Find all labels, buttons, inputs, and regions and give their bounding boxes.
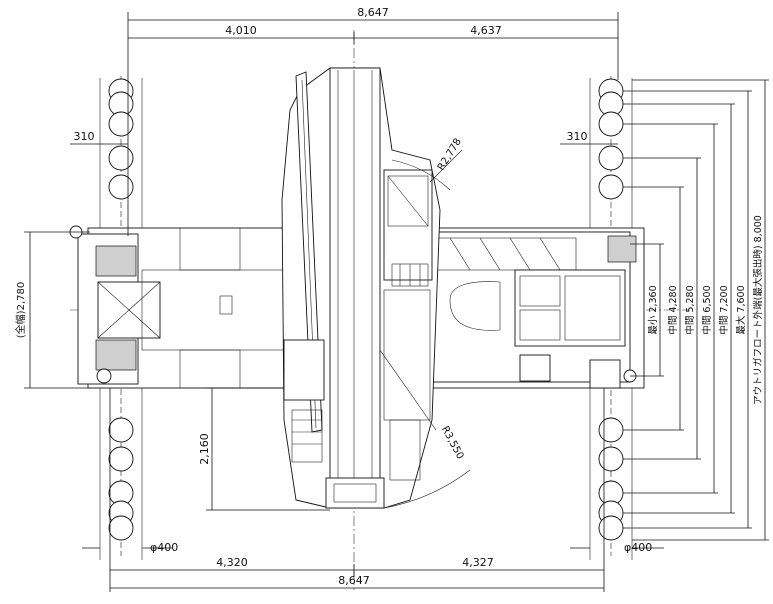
float-diameter-right: φ400 [624, 541, 652, 554]
top-total-dimension: 8,647 [357, 6, 389, 19]
center-to-front-label: 2,160 [198, 433, 211, 465]
front-swing-arc [383, 469, 471, 509]
bottom-right-dimension: 4,327 [462, 556, 494, 569]
right-offset-dimension: 310 [567, 130, 588, 143]
outrigger-extension-labels: 最小 2,360 中間 4,280 中間 5,280 中間 6,500 中間 7… [648, 215, 764, 405]
extension-mid3-label: 中間 6,500 [701, 285, 713, 334]
extension-min-label: 最小 2,360 [648, 285, 659, 334]
top-right-dimension: 4,637 [470, 24, 502, 37]
overall-width-label: (全幅)2,780 [14, 282, 27, 338]
float-diameter-left: φ400 [150, 541, 178, 554]
center-to-front-dimension [206, 387, 330, 511]
bottom-total-dimension: 8,647 [338, 574, 370, 587]
front-radius-leader [379, 349, 437, 431]
superstructure [281, 67, 441, 509]
bottom-dimensions [109, 388, 605, 592]
left-outrigger-floats [99, 76, 143, 560]
tail-swing-arc [391, 159, 451, 191]
outrigger-extension-dimensions [623, 79, 769, 541]
tail-radius-label: R2,778 [436, 137, 464, 173]
front-radius-label: R3,550 [439, 425, 465, 462]
left-offset-dimension: 310 [74, 130, 95, 143]
extension-mid1-label: 中間 4,280 [667, 285, 679, 334]
top-left-dimension: 4,010 [225, 24, 257, 37]
overall-width-dimension [24, 231, 90, 389]
float-outer-edge-label: アウトリガフロート外端(最大張出時) 8,000 [752, 215, 764, 405]
extension-mid4-label: 中間 7,200 [718, 285, 730, 334]
top-dimensions [70, 12, 619, 236]
bottom-left-dimension: 4,320 [216, 556, 248, 569]
right-outrigger-floats [589, 76, 633, 560]
tail-radius-leader [429, 149, 463, 183]
extension-max-label: 最大 7,600 [735, 285, 747, 334]
extension-mid2-label: 中間 5,280 [684, 285, 696, 334]
